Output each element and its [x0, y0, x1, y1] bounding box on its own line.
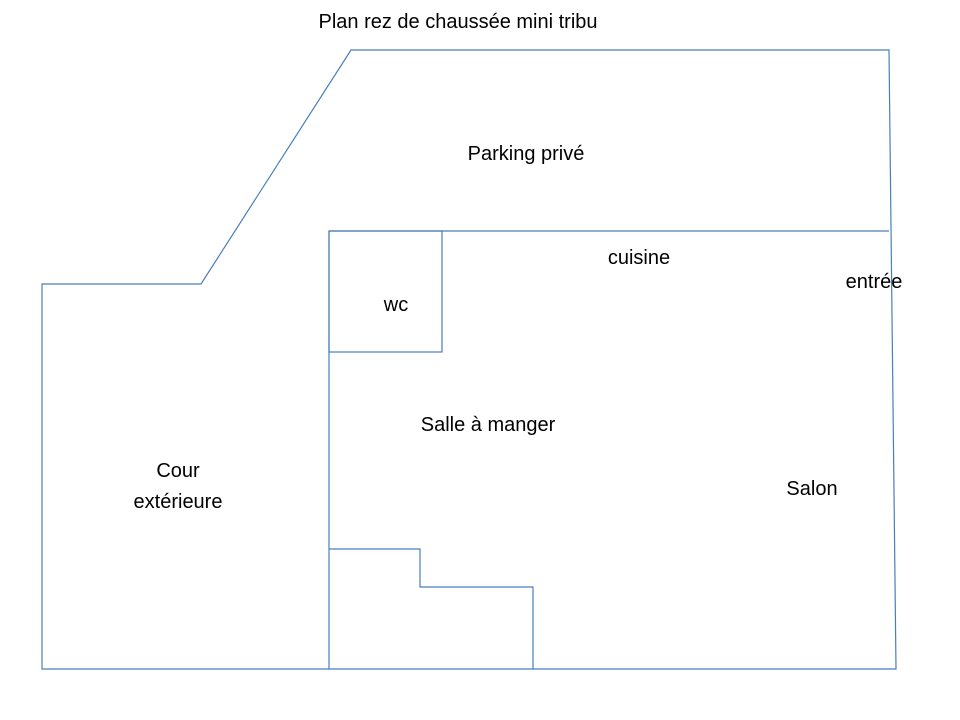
- plan-title: Plan rez de chaussée mini tribu: [318, 11, 598, 33]
- wc-room: [328, 230, 443, 353]
- label-parking: Parking privé: [467, 143, 585, 165]
- bottom-room-outline: [329, 548, 534, 669]
- label-entree: entrée: [845, 271, 903, 293]
- label-salon: Salon: [786, 478, 838, 500]
- label-cour-line2: extérieure: [133, 491, 223, 513]
- label-salle-a-manger: Salle à manger: [420, 414, 556, 436]
- outer-wall: [41, 49, 897, 670]
- label-wc: wc: [383, 294, 409, 316]
- label-cour-line1: Cour: [156, 460, 200, 482]
- label-cuisine: cuisine: [607, 247, 671, 269]
